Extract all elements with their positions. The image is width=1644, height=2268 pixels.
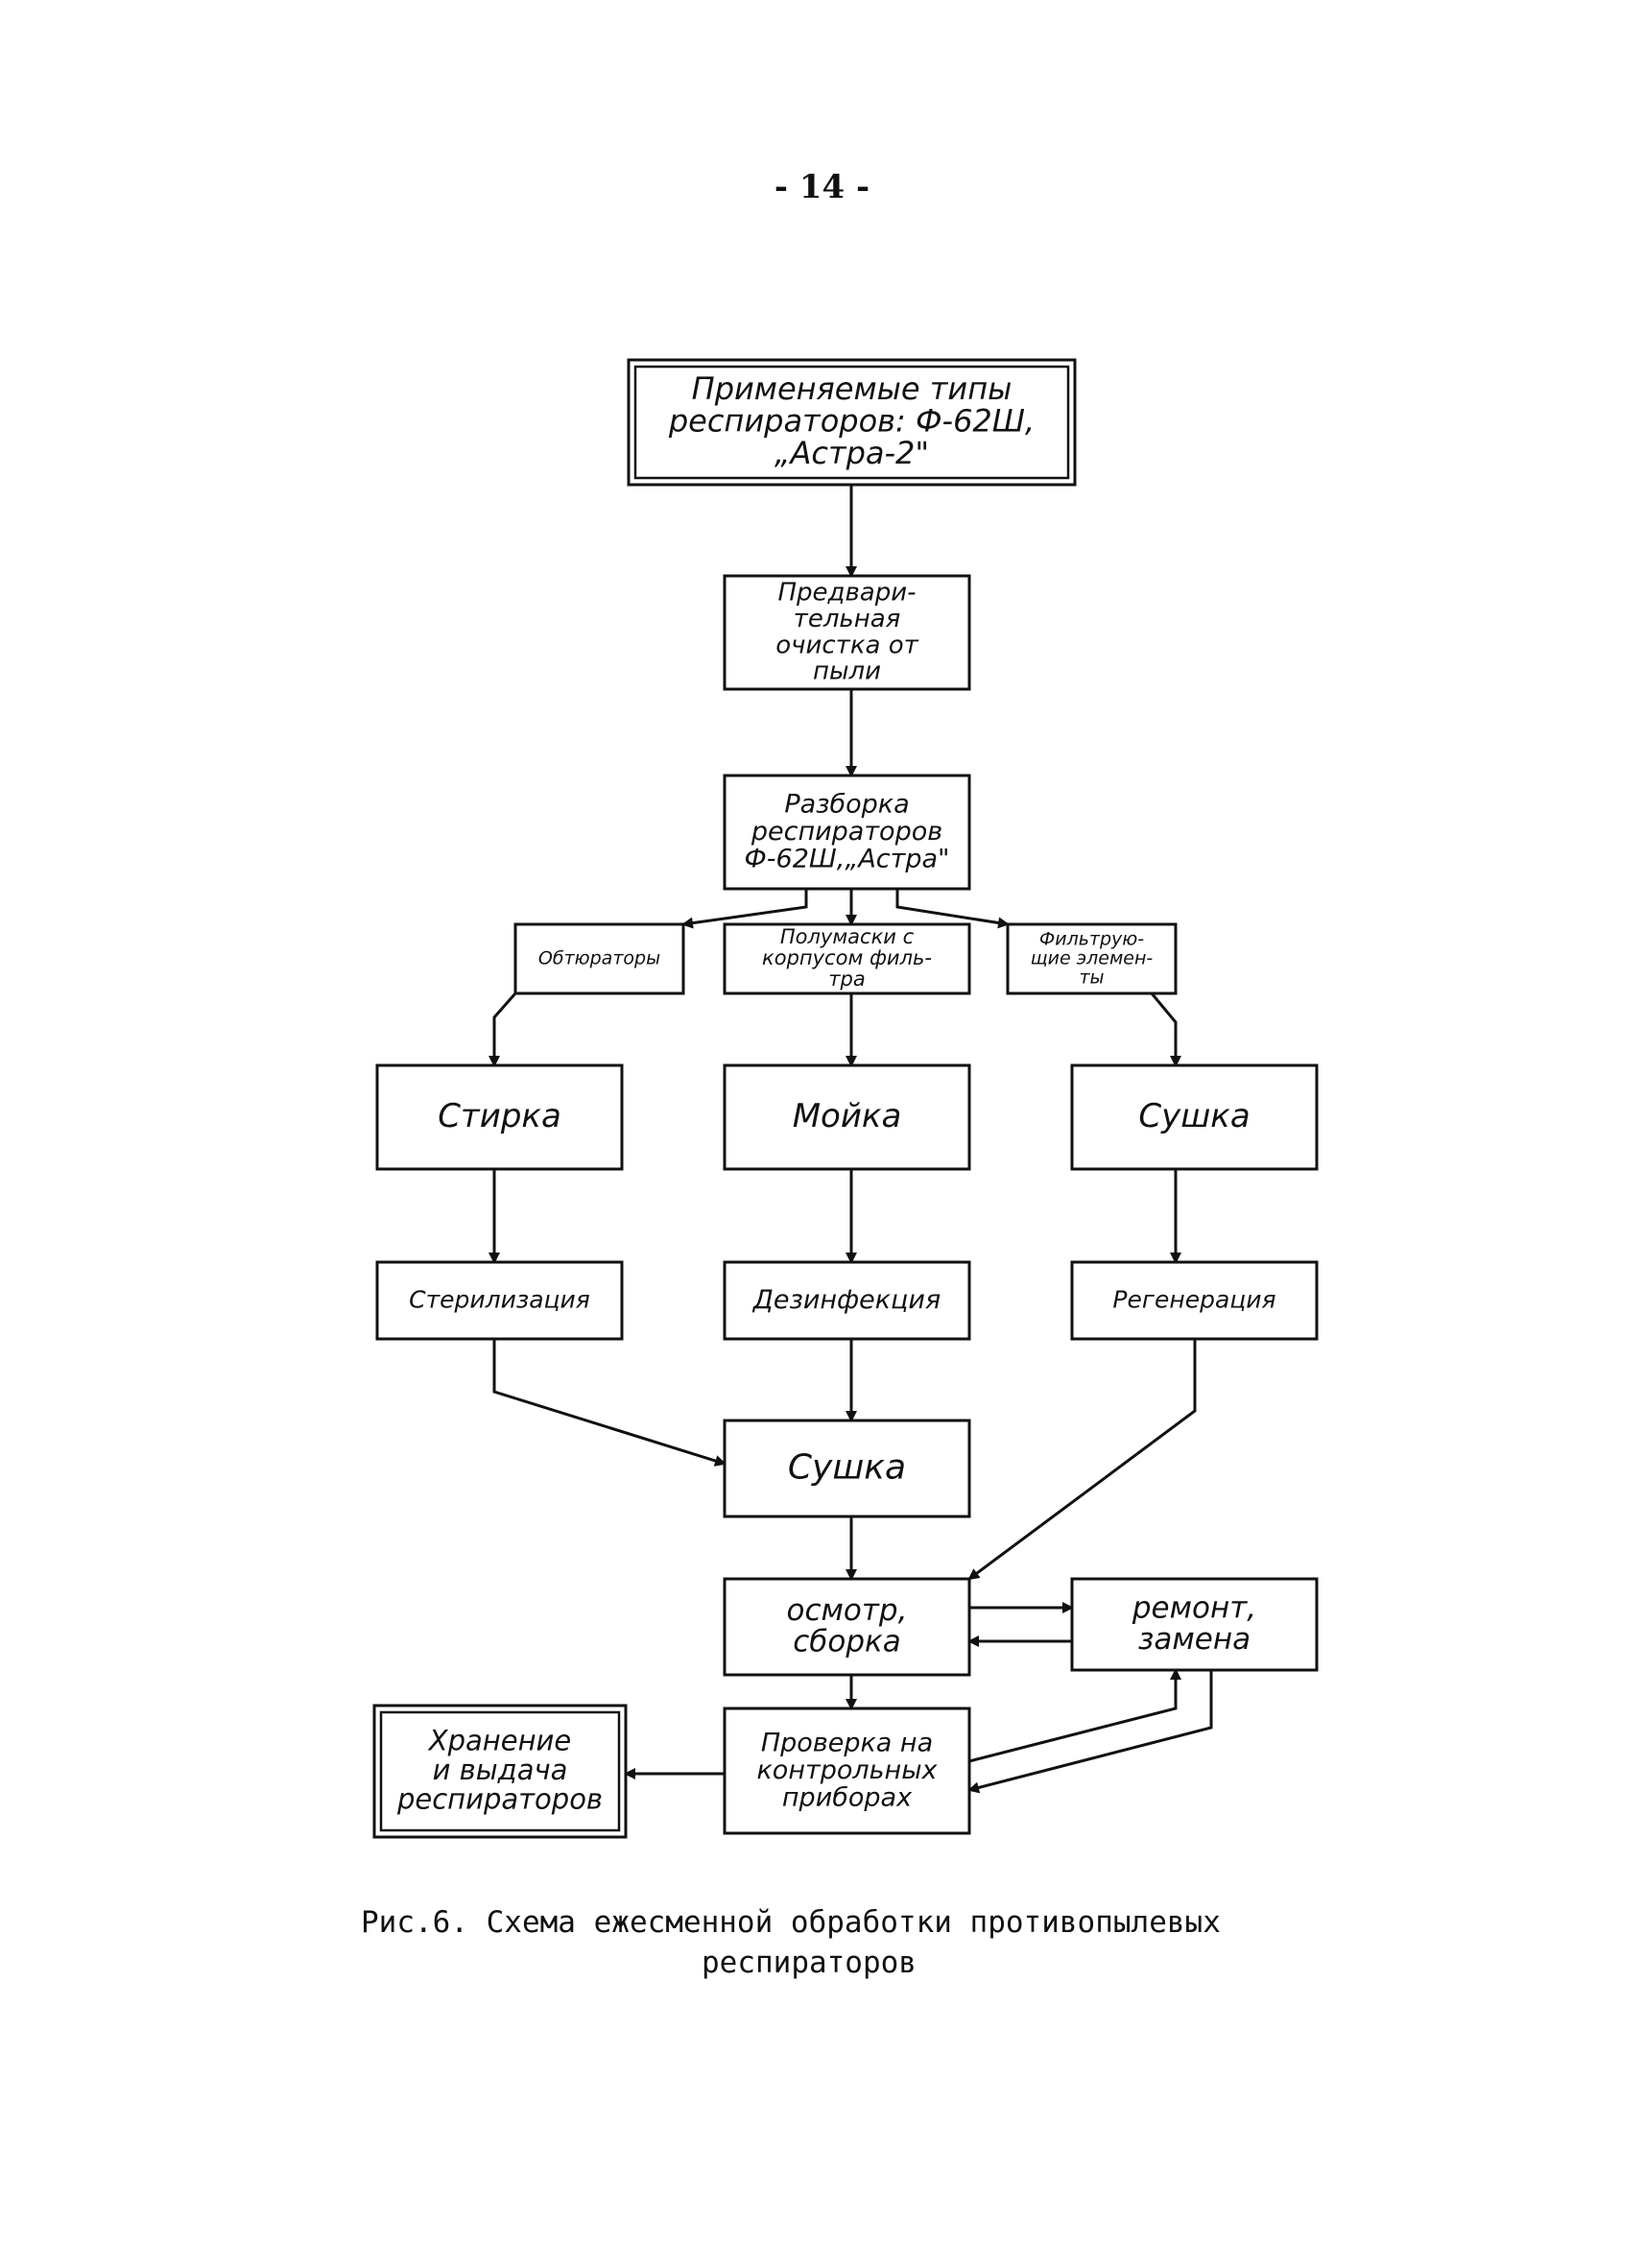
node-washing: Мойка bbox=[723, 1063, 971, 1171]
node-label-line: Сушка bbox=[1138, 1097, 1250, 1135]
node-label-line: и выдача bbox=[433, 1754, 568, 1786]
node-filters: Фильтрую-щие элемен-ты bbox=[1006, 922, 1178, 995]
figure-caption: Рис.6. Схема ежесменной обработки против… bbox=[361, 1902, 1263, 1983]
node-label-line: Мойка bbox=[793, 1097, 902, 1135]
node-label-line: тра bbox=[828, 967, 865, 991]
node-disinfection: Дезинфекция bbox=[723, 1260, 971, 1341]
node-label-line: щие элемен- bbox=[1031, 948, 1154, 969]
node-label-line: Стирка bbox=[438, 1097, 561, 1135]
node-box bbox=[375, 1063, 624, 1171]
node-label-line: Стерилизация bbox=[409, 1285, 590, 1313]
edges-layer bbox=[488, 485, 1213, 1794]
node-box bbox=[1006, 922, 1178, 995]
caption-line-2: респираторов bbox=[702, 1946, 917, 1980]
node-drying_filters: Сушка bbox=[1070, 1063, 1319, 1171]
edge-obturators-to-washing_laundry bbox=[488, 992, 517, 1067]
node-label-line: сборка bbox=[793, 1624, 901, 1659]
node-inspection: осмотр,сборка bbox=[723, 1577, 971, 1677]
node-drying: Сушка bbox=[723, 1419, 971, 1518]
node-label-line: Ф-62Ш,„Астра" bbox=[745, 844, 950, 873]
node-box bbox=[375, 1260, 624, 1341]
node-box bbox=[723, 922, 971, 995]
node-label-line: корпусом филь- bbox=[762, 946, 932, 969]
node-box bbox=[1070, 1063, 1319, 1171]
edge-repair-to-check bbox=[967, 1670, 1213, 1794]
node-label-line: приборах bbox=[782, 1782, 913, 1812]
node-label-line: респираторов: Ф-62Ш, bbox=[668, 402, 1035, 439]
node-regeneration: Регенерация bbox=[1070, 1260, 1319, 1341]
node-box bbox=[723, 1577, 971, 1677]
node-label-line: Дезинфекция bbox=[752, 1285, 941, 1315]
node-label-line: Проверка на bbox=[761, 1729, 933, 1758]
node-box bbox=[1070, 1260, 1319, 1341]
node-label-line: Сушка bbox=[788, 1448, 906, 1488]
node-sterilization: Стерилизация bbox=[375, 1260, 624, 1341]
page-number: - 14 - bbox=[774, 168, 870, 206]
node-box bbox=[723, 774, 971, 891]
node-inner-border bbox=[633, 365, 1070, 480]
node-box bbox=[1070, 1577, 1319, 1672]
edge-disassembly-to-filters bbox=[895, 889, 1010, 929]
node-label-line: ты bbox=[1079, 967, 1104, 989]
node-box bbox=[723, 1707, 971, 1835]
node-repair: ремонт,замена bbox=[1070, 1577, 1319, 1672]
node-label-line: респираторов bbox=[751, 817, 942, 847]
node-label-line: очистка от bbox=[775, 631, 918, 659]
node-label-line: Обтюраторы bbox=[538, 948, 660, 969]
node-label-line: респираторов bbox=[396, 1782, 603, 1815]
node-label-line: Хранение bbox=[427, 1725, 572, 1757]
node-label-line: ремонт, bbox=[1132, 1590, 1256, 1625]
node-label-line: Применяемые типы bbox=[692, 370, 1013, 407]
node-label-line: Фильтрую- bbox=[1039, 929, 1144, 950]
node-label-line: Регенерация bbox=[1112, 1285, 1275, 1313]
node-inner-border bbox=[379, 1710, 621, 1832]
edge-check-to-repair bbox=[968, 1668, 1181, 1763]
node-box bbox=[627, 358, 1077, 487]
node-box bbox=[723, 1419, 971, 1518]
node-label-line: пыли bbox=[813, 657, 881, 686]
node-label-line: Полумаски с bbox=[780, 925, 915, 948]
edge-sterilization-to-drying bbox=[492, 1339, 727, 1467]
node-washing_laundry: Стирка bbox=[375, 1063, 624, 1171]
node-label-line: тельная bbox=[794, 605, 901, 633]
node-label-line: Разборка bbox=[784, 790, 909, 820]
node-box bbox=[372, 1704, 628, 1839]
edge-filters-to-drying_filters bbox=[1150, 992, 1181, 1067]
node-label-line: Предвари- bbox=[777, 579, 916, 608]
edge-regeneration-to-inspection bbox=[967, 1339, 1197, 1581]
node-label-line: „Астра-2" bbox=[774, 435, 929, 471]
node-label-line: осмотр, bbox=[787, 1593, 908, 1628]
edge-disassembly-to-obturators bbox=[681, 889, 808, 929]
node-box bbox=[723, 574, 971, 691]
node-label-line: замена bbox=[1138, 1622, 1251, 1657]
node-obturators: Обтюраторы bbox=[513, 922, 685, 995]
node-box bbox=[513, 922, 685, 995]
node-box bbox=[723, 1063, 971, 1171]
node-label-line: контрольных bbox=[757, 1755, 939, 1785]
caption-line-1: Рис.6. Схема ежесменной обработки против… bbox=[361, 1905, 1221, 1940]
node-box bbox=[723, 1260, 971, 1341]
